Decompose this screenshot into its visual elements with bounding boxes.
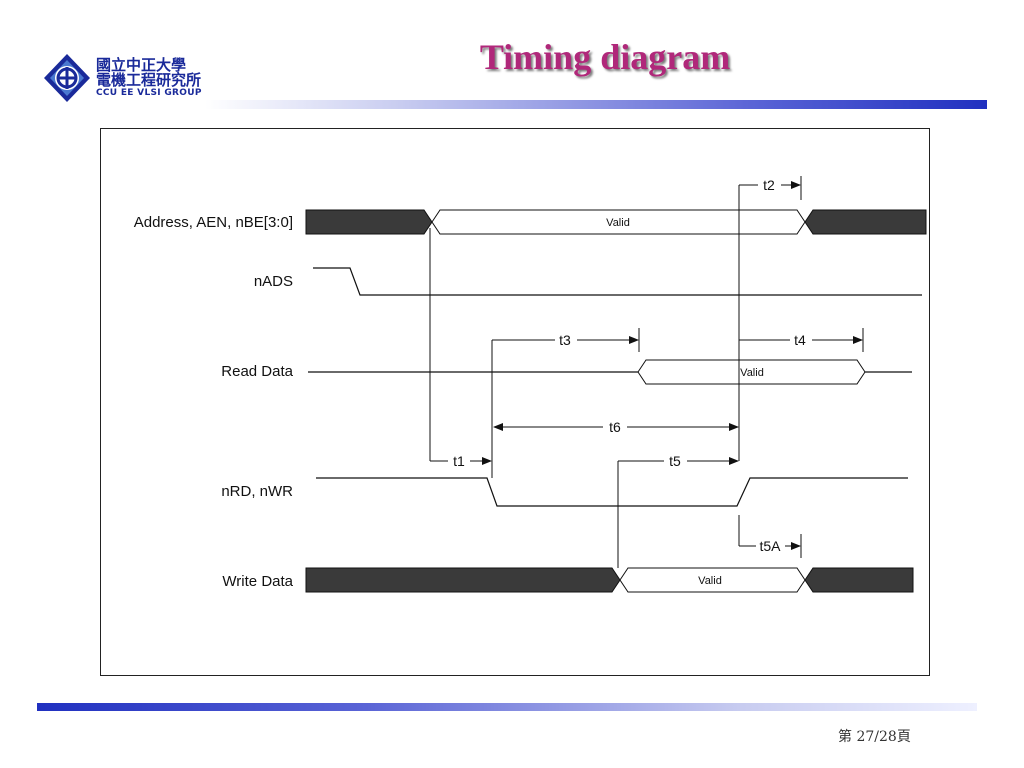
logo-line-3: CCU EE VLSI GROUP bbox=[96, 88, 202, 98]
signal-label-write-data: Write Data bbox=[222, 573, 293, 590]
title-underline-bar bbox=[205, 100, 987, 109]
t2-label: t2 bbox=[763, 177, 775, 193]
signal-label-nads: nADS bbox=[254, 273, 293, 290]
address-valid-label: Valid bbox=[606, 217, 630, 229]
write-data-valid-label: Valid bbox=[698, 575, 722, 587]
timing-t3: t3 bbox=[492, 328, 640, 352]
t3-label: t3 bbox=[559, 332, 571, 348]
page-suffix: 頁 bbox=[896, 729, 911, 745]
slide-title: Timing diagram bbox=[479, 37, 731, 77]
t5a-label: t5A bbox=[759, 538, 781, 554]
logo-line-2: 電機工程研究所 bbox=[96, 71, 202, 89]
timing-t6: t6 bbox=[493, 419, 739, 435]
page-current: 27 bbox=[856, 729, 875, 745]
logo-line-1: 國立中正大學 bbox=[96, 56, 187, 74]
nads-waveform bbox=[313, 267, 922, 296]
page-number: 第 27/28頁 bbox=[838, 726, 911, 746]
read-data-valid-label: Valid bbox=[740, 367, 764, 379]
timing-t5: t5 bbox=[618, 453, 739, 469]
signal-label-read-data: Read Data bbox=[221, 363, 293, 380]
logo-text: 國立中正大學 電機工程研究所 CCU EE VLSI GROUP bbox=[96, 58, 202, 98]
signal-label-address: Address, AEN, nBE[3:0] bbox=[134, 214, 293, 231]
timing-t4: t4 bbox=[739, 328, 864, 352]
signal-label-nrd-nwr: nRD, nWR bbox=[221, 483, 293, 500]
t5-label: t5 bbox=[669, 453, 681, 469]
emblem-icon bbox=[44, 54, 90, 102]
write-data-waveform: Valid bbox=[305, 567, 914, 593]
t4-label: t4 bbox=[794, 332, 806, 348]
timing-t5a: t5A bbox=[739, 534, 802, 558]
address-bus-waveform: Valid bbox=[305, 209, 927, 235]
timing-t1: t1 bbox=[430, 453, 492, 469]
t1-label: t1 bbox=[453, 453, 465, 469]
footer-bar bbox=[37, 703, 977, 711]
nrd-nwr-waveform bbox=[316, 477, 908, 507]
timing-t2: t2 bbox=[739, 176, 802, 200]
page-prefix: 第 bbox=[838, 729, 852, 745]
t6-label: t6 bbox=[609, 419, 621, 435]
read-data-waveform: Valid bbox=[308, 359, 912, 385]
university-logo bbox=[44, 54, 90, 102]
page-total: /28 bbox=[874, 729, 897, 745]
